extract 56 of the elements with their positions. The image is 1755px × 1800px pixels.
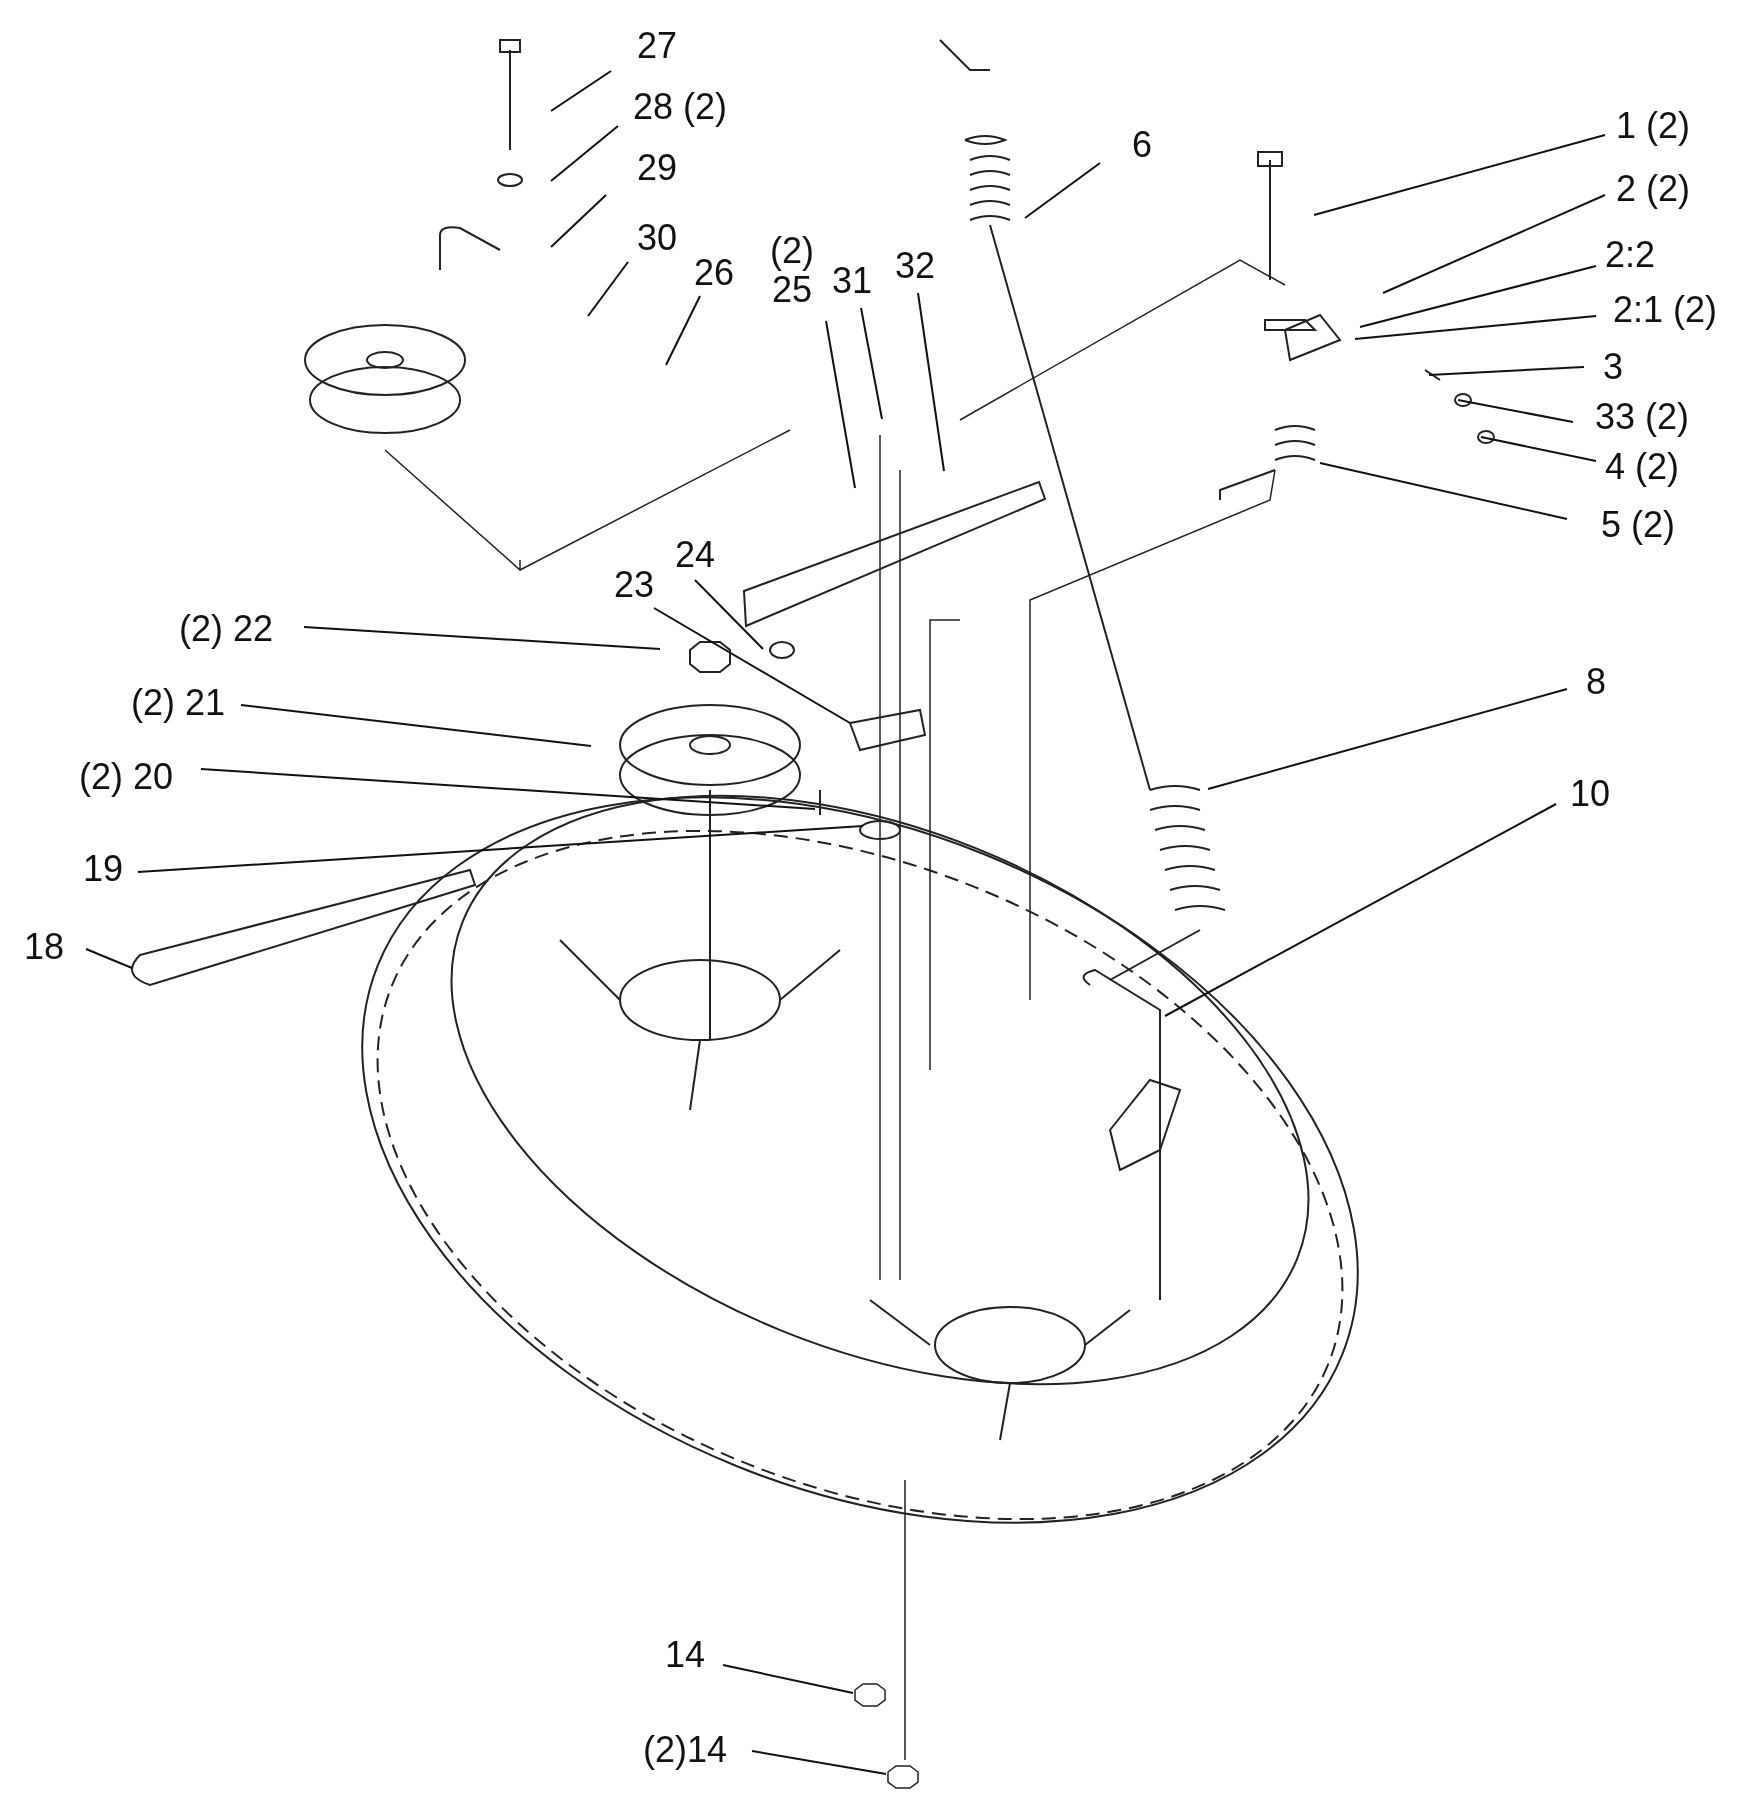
leader-line	[303, 626, 661, 650]
callout-number: 6	[1132, 125, 1153, 165]
callout-number: 23	[614, 565, 655, 605]
leader-line	[1207, 688, 1568, 790]
callout-number: 2 (2)	[1616, 169, 1691, 209]
leader-line	[1024, 162, 1101, 219]
callout-number: (2) 25	[752, 230, 832, 310]
callout-number: 10	[1570, 774, 1611, 814]
leader-line	[722, 1664, 854, 1694]
callout-number: 1 (2)	[1616, 106, 1691, 146]
callout-number: 2:1 (2)	[1613, 290, 1718, 330]
callout-number: 27	[637, 26, 678, 66]
callout-number: 31	[832, 261, 873, 301]
leader-line	[1354, 315, 1597, 340]
leader-line	[825, 320, 856, 489]
callout-number: 14	[665, 1635, 706, 1675]
callout-number: 18	[24, 927, 65, 967]
callout-number: 2:2	[1605, 235, 1656, 275]
leader-line	[1428, 366, 1585, 376]
callout-number: 8	[1586, 662, 1607, 702]
leader-line	[200, 768, 816, 810]
leader-line	[860, 307, 883, 420]
callout-number: 3	[1603, 347, 1624, 387]
callout-number: (2) 22	[179, 609, 274, 649]
callout-number: 28 (2)	[633, 87, 728, 127]
leader-line	[1480, 436, 1597, 462]
leader-line	[85, 948, 133, 969]
leader-line	[1319, 462, 1568, 520]
leader-line	[1457, 399, 1574, 423]
callout-number: 29	[637, 148, 678, 188]
callout-number: (2) 20	[79, 757, 174, 797]
callout-number: 26	[694, 253, 735, 293]
callout-number: 30	[637, 218, 678, 258]
leader-line	[1313, 134, 1606, 216]
leader-line	[1164, 803, 1557, 1017]
leader-line	[587, 261, 629, 317]
callout-number: 33 (2)	[1595, 397, 1690, 437]
callout-number: (2)14	[643, 1730, 728, 1770]
leader-line	[694, 579, 764, 650]
leader-line	[665, 295, 701, 366]
callout-number: 24	[675, 535, 716, 575]
leader-line	[1359, 265, 1597, 328]
leader-line	[550, 194, 607, 248]
leader-line	[550, 125, 619, 182]
leader-line	[653, 607, 851, 724]
callout-number: 5 (2)	[1601, 505, 1676, 545]
callout-number: 32	[895, 246, 936, 286]
leader-line	[240, 704, 592, 747]
leader-line	[751, 1750, 887, 1775]
leader-line	[1382, 194, 1606, 294]
callout-number: (2) 21	[131, 683, 226, 723]
leader-line	[137, 825, 864, 873]
callout-number: 19	[83, 849, 124, 889]
leader-line	[550, 70, 612, 112]
callout-number: 4 (2)	[1605, 447, 1680, 487]
leader-line	[917, 292, 945, 472]
